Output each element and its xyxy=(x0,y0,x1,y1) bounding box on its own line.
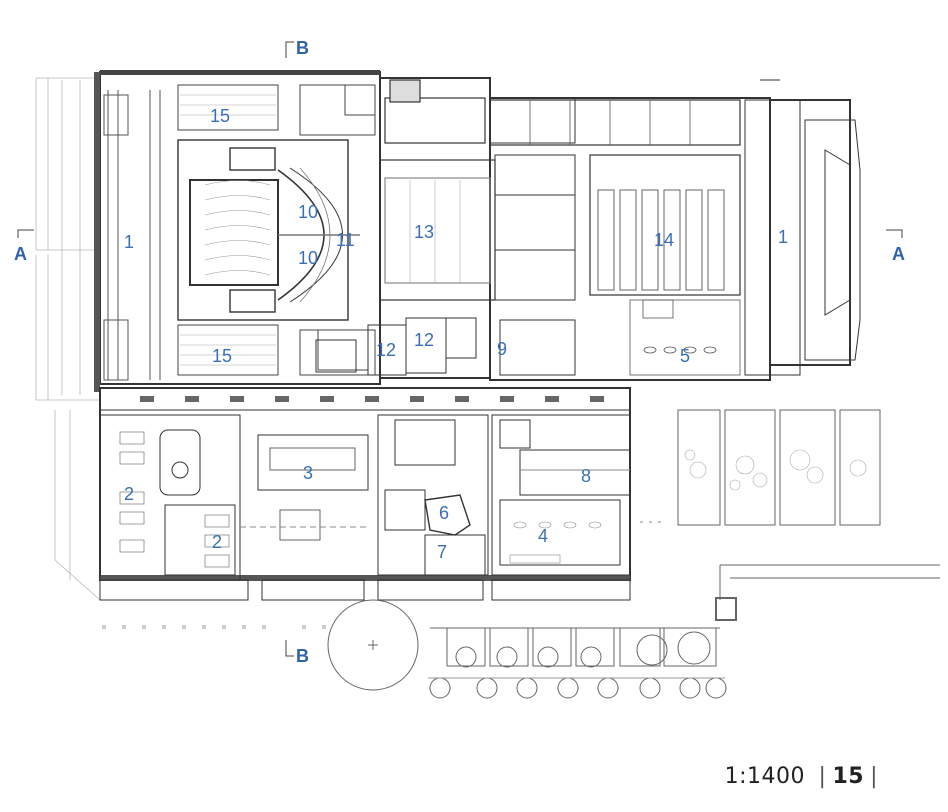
auditorium xyxy=(177,139,360,321)
south-wing-rooms xyxy=(99,414,631,581)
footer: 1:1400 |15| xyxy=(725,764,884,789)
room-label-8: 8 xyxy=(581,466,591,486)
room-label-7: 7 xyxy=(437,542,447,562)
service-rooms-middle xyxy=(489,97,576,376)
corridor xyxy=(100,387,630,411)
rooms-15 xyxy=(177,84,279,376)
divider: | xyxy=(818,764,827,789)
hall-14 xyxy=(489,99,741,296)
page-number: 15 xyxy=(832,764,865,789)
room-label-10-b: 10 xyxy=(298,248,318,268)
section-mark-a-right: A xyxy=(886,229,905,264)
room-label-5: 5 xyxy=(680,346,690,366)
room-label-11: 11 xyxy=(336,230,355,250)
room-label-9: 9 xyxy=(497,339,507,359)
section-label-a-right: A xyxy=(892,244,905,264)
hall-13 xyxy=(379,79,496,301)
room-label-3: 3 xyxy=(303,463,313,483)
divider-end: | xyxy=(870,764,878,789)
section-mark-b-top: B xyxy=(285,38,309,58)
room-label-2-b: 2 xyxy=(212,532,222,552)
room-label-14: 14 xyxy=(654,230,674,250)
plaza xyxy=(102,599,727,699)
room-label-2-a: 2 xyxy=(124,484,134,504)
room-label-4: 4 xyxy=(538,526,548,546)
west-outer-grid xyxy=(35,77,101,601)
south-facade xyxy=(99,579,631,601)
room-label-15-top: 15 xyxy=(210,106,230,126)
dining-5 xyxy=(629,299,741,376)
room-label-6: 6 xyxy=(439,503,449,523)
room-labels: 1 1 2 2 3 4 5 6 7 8 9 10 10 11 12 12 13 … xyxy=(124,106,788,562)
landscape-panels xyxy=(640,409,940,621)
room-label-1-west: 1 xyxy=(124,232,134,252)
room-label-13: 13 xyxy=(414,222,434,242)
section-label-b-top: B xyxy=(296,38,309,58)
scale-text: 1:1400 xyxy=(724,764,806,789)
section-label-b-bottom: B xyxy=(296,646,309,666)
room-label-15-bottom: 15 xyxy=(212,346,232,366)
section-mark-b-bottom: B xyxy=(285,640,309,666)
section-mark-a-left: A xyxy=(14,229,34,264)
room-label-12-b: 12 xyxy=(414,330,434,350)
room-label-10-a: 10 xyxy=(298,202,318,222)
east-entrance xyxy=(744,79,861,376)
room-label-12-a: 12 xyxy=(376,340,396,360)
west-facade-details xyxy=(103,90,161,381)
room-label-1-east: 1 xyxy=(778,227,788,247)
rooms-12 xyxy=(315,317,477,376)
section-label-a-left: A xyxy=(14,244,27,264)
